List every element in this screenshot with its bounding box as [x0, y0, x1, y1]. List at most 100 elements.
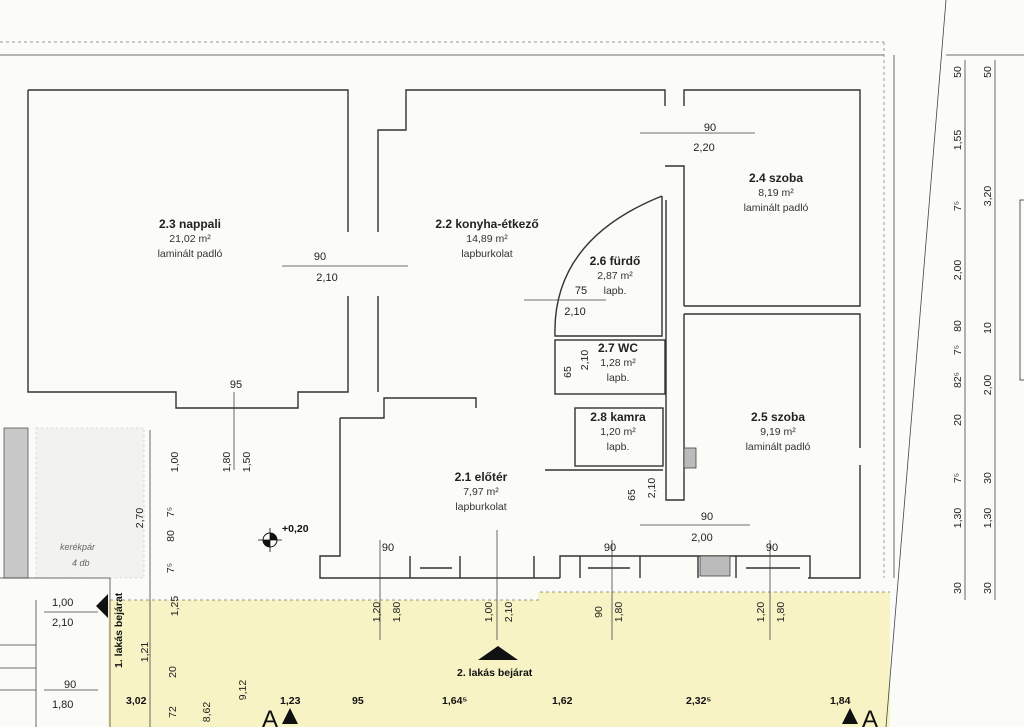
dim-bath-door-height: 2,10	[564, 306, 585, 318]
dim-left-window-height: 1,80	[52, 699, 73, 711]
dim-left-912: 9,12	[237, 680, 249, 701]
dim-left-270: 2,70	[134, 508, 146, 529]
site-line	[885, 0, 947, 727]
dim-right-col1-7: 20	[952, 414, 964, 426]
room-floor-2-4: laminált padló	[744, 202, 809, 214]
room-floor-2-8: lapb.	[607, 441, 630, 453]
dim-left-862: 8,62	[201, 702, 213, 723]
dimension-lines	[44, 132, 771, 727]
section-a-label-right: A	[862, 706, 878, 727]
room-area-2-6: 2,87 m²	[597, 270, 633, 282]
room-name-2-4: 2.4 szoba	[749, 171, 803, 185]
entrance-1-arrow-icon	[96, 594, 108, 618]
room-name-2-1: 2.1 előtér	[455, 470, 508, 484]
section-a-arrow-icon-right	[842, 708, 858, 724]
right-dim-box	[1019, 199, 1024, 381]
dim-entry-1-width: 1,00	[52, 597, 73, 609]
walls	[27, 89, 861, 579]
dim-window-2-sill: 90	[593, 606, 605, 618]
dim-left-20: 20	[167, 666, 179, 678]
room-area-2-8: 1,20 m²	[600, 426, 636, 438]
dim-window-1-sill: 1,20	[371, 602, 383, 623]
dim-hall-door-height: 2,00	[691, 532, 712, 544]
entrance-1-label: 1. lakás bejárat	[113, 592, 125, 668]
room-area-2-1: 7,97 m²	[463, 486, 499, 498]
dim-kitchen-door-height: 2,20	[693, 142, 714, 154]
dim-window-1-width: 90	[382, 542, 394, 554]
dim-left-125: 1,25	[169, 596, 181, 617]
entrance-ramp-line	[0, 577, 111, 727]
room-area-2-2: 14,89 m²	[466, 233, 508, 245]
dim-right-col1-3: 2,00	[952, 260, 964, 281]
dim-left-80: 80	[165, 530, 177, 542]
dim-window-3-height: 1,80	[775, 602, 787, 623]
dim-bottom-6: 1,84	[830, 695, 851, 707]
dim-right-col1-0: 50	[952, 66, 964, 78]
dim-bottom-1: 1,23	[280, 695, 301, 707]
room-name-2-8: 2.8 kamra	[590, 410, 646, 424]
dim-right-col1-10: 30	[952, 582, 964, 594]
dim-left-75b: 7⁵	[165, 563, 177, 573]
room-floor-2-6: lapb.	[604, 285, 627, 297]
room-floor-2-1: lapburkolat	[455, 501, 506, 513]
section-a-arrow-icon-left	[282, 708, 298, 724]
terrace-area-left	[108, 600, 540, 727]
dim-pantry-door-height: 2,10	[646, 478, 658, 499]
dim-right-col2-6: 30	[982, 582, 994, 594]
room-area-2-5: 9,19 m²	[760, 426, 796, 438]
dim-right-col1-8: 7⁵	[952, 473, 964, 483]
room-name-2-3: 2.3 nappali	[159, 217, 221, 231]
dim-right-col1-9: 1,30	[952, 508, 964, 529]
dim-entry-door-width: 1,00	[483, 602, 495, 623]
terrace-area-right	[538, 592, 890, 727]
dim-bath-door-width: 75	[575, 285, 587, 297]
level-marker-icon	[258, 528, 282, 552]
dim-bottom-5: 2,32⁵	[686, 695, 711, 707]
dim-right-col2-4: 30	[982, 472, 994, 484]
dim-wc-door-width: 65	[562, 366, 574, 378]
dim-window-2-width: 90	[604, 542, 616, 554]
dim-living-door-height: 2,10	[316, 272, 337, 284]
dim-hall-door-width: 90	[701, 511, 713, 523]
dim-right-col1-1: 1,55	[952, 130, 964, 151]
room-area-2-7: 1,28 m²	[600, 357, 636, 369]
dim-window-3-width: 90	[766, 542, 778, 554]
shaft-block	[683, 447, 697, 469]
room-floor-2-3: laminált padló	[158, 248, 223, 260]
section-a-label-left: A	[262, 706, 278, 727]
dim-bottom-3: 1,64⁵	[442, 695, 467, 707]
dim-left-121: 1,21	[139, 642, 151, 663]
room-area-2-4: 8,19 m²	[758, 187, 794, 199]
dim-window-2-height: 1,80	[613, 602, 625, 623]
dim-bottom-4: 1,62	[552, 695, 573, 707]
entrance-2-arrow-icon	[478, 646, 518, 660]
room-name-2-7: 2.7 WC	[598, 341, 638, 355]
bike-storage-area	[35, 427, 145, 579]
bike-storage-label: kerékpár	[60, 542, 96, 552]
dim-right-col2-2: 10	[982, 322, 994, 334]
dim-bottom-0: 3,02	[126, 695, 147, 707]
dim-passage-180: 1,80	[221, 452, 233, 473]
dim-window-1-height: 1,80	[391, 602, 403, 623]
dim-left-72: 72	[167, 706, 179, 718]
room-floor-2-5: laminált padló	[746, 441, 811, 453]
chimney-block	[699, 555, 731, 577]
left-wall-strip	[3, 427, 29, 579]
dim-kitchen-door-width: 90	[704, 122, 716, 134]
room-name-2-2: 2.2 konyha-étkező	[435, 217, 538, 231]
dim-right-col2-1: 3,20	[982, 186, 994, 207]
room-floor-2-2: lapburkolat	[461, 248, 512, 260]
dim-right-col1-6: 82⁵	[952, 372, 964, 388]
room-name-2-6: 2.6 fürdő	[590, 254, 641, 268]
dim-left-75a: 7⁵	[165, 507, 177, 517]
dim-entry-door-height: 2,10	[503, 602, 515, 623]
entrance-2-label: 2. lakás bejárat	[457, 667, 533, 679]
dim-passage-150: 1,50	[241, 452, 253, 473]
bike-storage-count: 4 db	[72, 558, 90, 568]
room-area-2-3: 21,02 m²	[169, 233, 211, 245]
room-floor-2-7: lapb.	[607, 372, 630, 384]
dim-right-col2-0: 50	[982, 66, 994, 78]
dim-entry-1-height: 2,10	[52, 617, 73, 629]
dim-passage-100: 1,00	[169, 452, 181, 473]
